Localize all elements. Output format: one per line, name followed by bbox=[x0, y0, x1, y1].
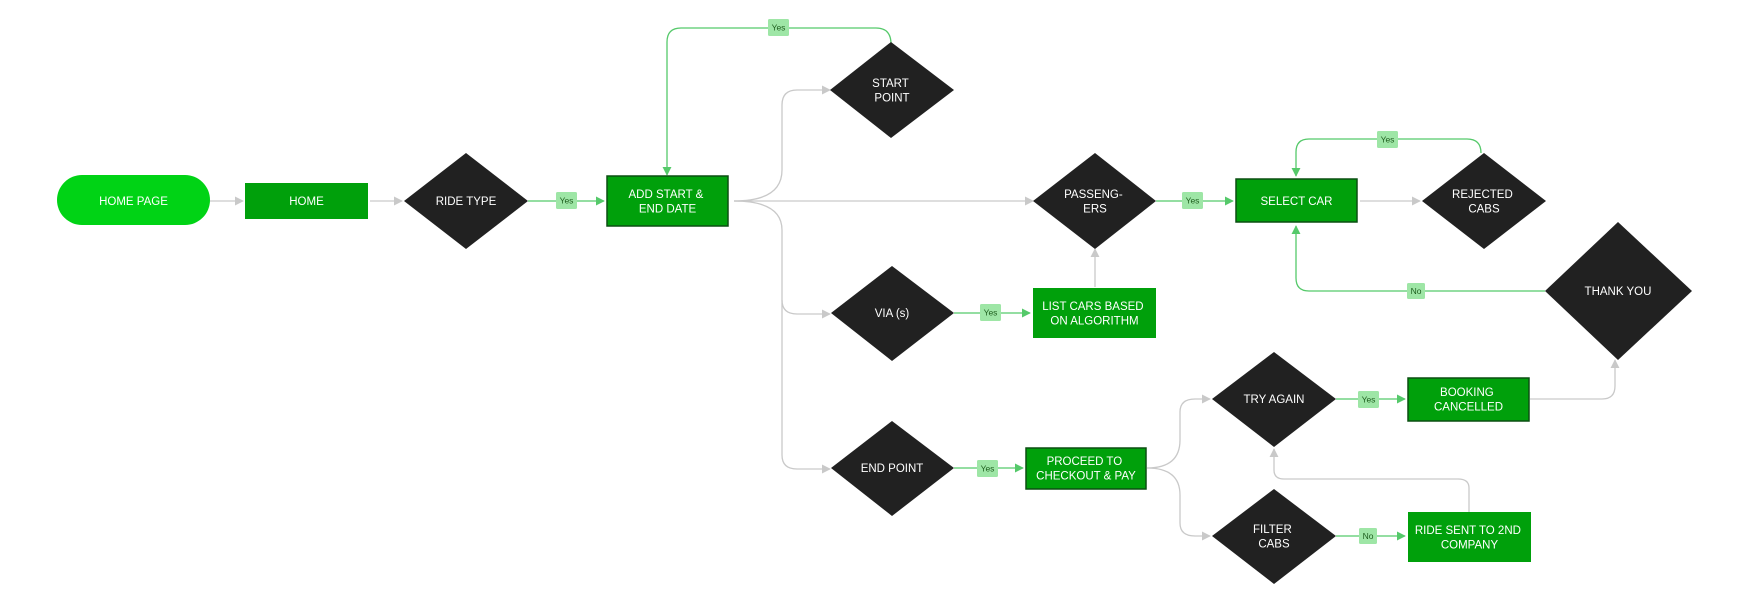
svg-text:PROCEED TO CHECKOUT &: PROCEED TO CHECKOUT & PAY bbox=[1036, 456, 1136, 482]
node-proceed-checkout: PROCEED TO CHECKOUT & PAY bbox=[1025, 447, 1147, 490]
svg-text:Yes: Yes bbox=[981, 464, 995, 474]
svg-text:No: No bbox=[1411, 286, 1422, 296]
svg-text:RIDE SENT TO 2ND COMPA: RIDE SENT TO 2ND COMPANY bbox=[1415, 525, 1524, 551]
label-start-point-yes: Yes bbox=[768, 19, 789, 36]
node-end-point: END POINT bbox=[831, 421, 954, 516]
edge-booking-to-thank-you bbox=[1530, 359, 1620, 400]
edge-checkout-to-try-again bbox=[1146, 394, 1211, 469]
node-list-cars: LIST CARS BASED ON ALGORITHM bbox=[1033, 288, 1156, 338]
edge-labels: Yes Yes Yes Yes No Yes Yes Yes No bbox=[556, 19, 1425, 544]
label-try-again-yes: Yes bbox=[1358, 391, 1379, 408]
svg-text:Yes: Yes bbox=[1362, 395, 1376, 405]
label-passengers-yes: Yes bbox=[1182, 192, 1203, 209]
svg-text:Yes: Yes bbox=[984, 308, 998, 318]
svg-text:Yes: Yes bbox=[772, 23, 786, 33]
node-ride-type: RIDE TYPE bbox=[404, 153, 528, 249]
svg-text:ADD START & END DATE: ADD START & END DATE bbox=[629, 189, 707, 215]
label-ride-type-yes: Yes bbox=[556, 192, 577, 209]
node-home-page-text: HOME PAGE bbox=[99, 196, 168, 208]
svg-text:BOOKING CANCELLED: BOOKING CANCELLED bbox=[1434, 387, 1503, 413]
svg-text:RIDE TYPE: RIDE TYPE bbox=[436, 196, 497, 208]
svg-text:REJECTED CABS: REJECTED CABS bbox=[1452, 189, 1516, 215]
edge-checkout-to-filter bbox=[1146, 467, 1211, 541]
label-end-point-yes: Yes bbox=[977, 460, 998, 477]
svg-text:END POINT: END POINT bbox=[861, 463, 924, 475]
svg-text:PASSENG- ERS: PASSENG- ERS bbox=[1064, 189, 1126, 215]
edge-ride-sent-to-try-again bbox=[1269, 448, 1470, 512]
edge-add-date-to-start-point bbox=[733, 85, 831, 202]
nodes: HOME PAGE HOME ADD START & END DATE SELE… bbox=[57, 42, 1692, 584]
node-rejected-cabs: REJECTED CABS bbox=[1422, 153, 1546, 249]
label-filter-no: No bbox=[1359, 528, 1377, 544]
node-add-start-end-date: ADD START & END DATE bbox=[606, 175, 729, 227]
node-passengers: PASSENG- ERS bbox=[1033, 153, 1156, 249]
node-filter-cabs: FILTER CABS bbox=[1212, 489, 1336, 584]
node-via: VIA (s) bbox=[831, 266, 954, 361]
svg-text:Yes: Yes bbox=[1186, 196, 1200, 206]
svg-text:Yes: Yes bbox=[560, 196, 574, 206]
edge-rejected-back-to-select-car bbox=[1291, 138, 1482, 177]
svg-text:FILTER CABS: FILTER CABS bbox=[1253, 524, 1295, 550]
label-thank-you-no: No bbox=[1407, 283, 1425, 299]
svg-text:LIST CARS BASED ON ALG: LIST CARS BASED ON ALGORITHM bbox=[1042, 301, 1147, 327]
node-home-page: HOME PAGE bbox=[57, 175, 210, 225]
edge-start-point-back-to-add-date bbox=[662, 27, 892, 176]
svg-text:START POINT: START POINT bbox=[872, 78, 912, 104]
node-booking-cancelled: BOOKING CANCELLED bbox=[1407, 377, 1530, 422]
svg-text:HOME: HOME bbox=[289, 196, 324, 208]
node-select-car: SELECT CAR bbox=[1235, 178, 1358, 223]
node-home: HOME bbox=[245, 183, 368, 219]
edge-add-date-to-end-point bbox=[781, 300, 831, 474]
svg-text:TRY AGAIN: TRY AGAIN bbox=[1244, 394, 1305, 406]
edge-add-date-to-via bbox=[733, 200, 831, 319]
label-rejected-yes: Yes bbox=[1377, 131, 1398, 148]
node-thank-you: THANK YOU bbox=[1545, 222, 1692, 360]
svg-text:SELECT CAR: SELECT CAR bbox=[1260, 196, 1332, 208]
svg-text:No: No bbox=[1363, 531, 1374, 541]
svg-text:THANK YOU: THANK YOU bbox=[1585, 286, 1652, 298]
svg-text:Yes: Yes bbox=[1381, 135, 1395, 145]
node-try-again: TRY AGAIN bbox=[1212, 352, 1336, 447]
label-via-yes: Yes bbox=[980, 304, 1001, 321]
node-start-point: START POINT bbox=[830, 42, 954, 138]
node-ride-sent: RIDE SENT TO 2ND COMPANY bbox=[1408, 512, 1531, 562]
svg-text:VIA (s): VIA (s) bbox=[875, 308, 910, 320]
edge-thank-you-back-to-select-car bbox=[1291, 225, 1545, 292]
